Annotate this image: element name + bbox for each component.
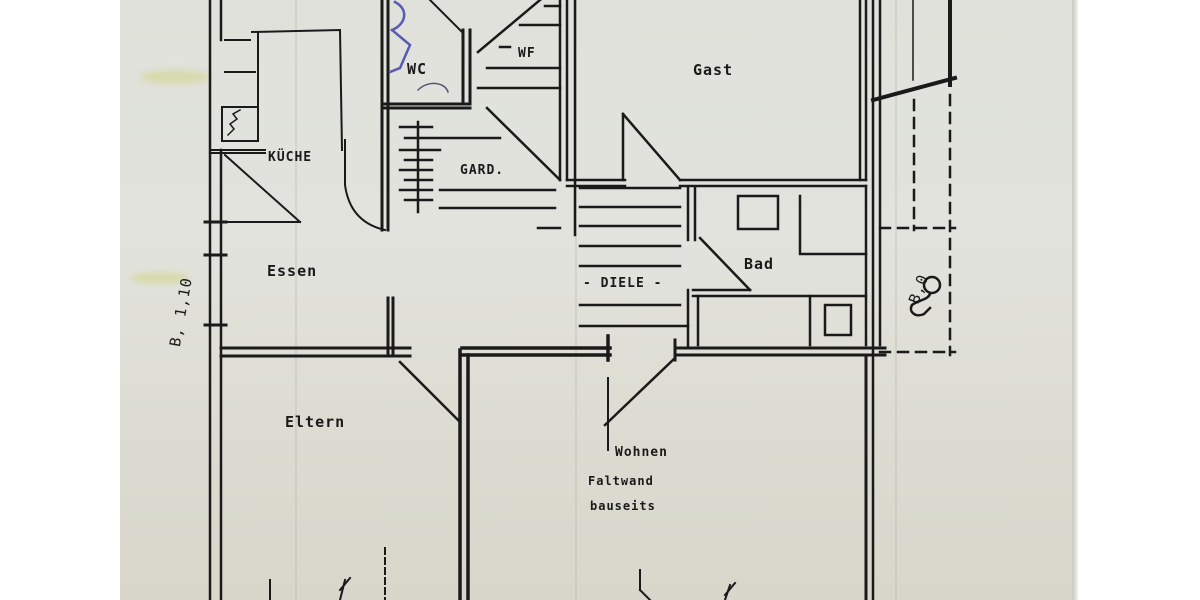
paper-crease <box>295 0 297 600</box>
wf-stairs <box>476 0 569 182</box>
diele-stairs <box>536 186 690 328</box>
garderobe-shelves <box>398 106 562 214</box>
room-label-wohnen: Wohnen <box>615 445 668 460</box>
wohnen-walls <box>603 338 887 600</box>
room-label-bad: Bad <box>744 255 775 273</box>
kitchen-cabinets <box>209 28 344 154</box>
handwritten-mark <box>909 275 942 317</box>
eltern-door <box>398 360 462 424</box>
room-label-diele: - DIELE - <box>583 276 663 291</box>
dimension-ticks <box>203 220 228 327</box>
wall-eltern-wohnen <box>458 334 612 600</box>
exterior-wall-left <box>208 0 223 600</box>
exterior-wall-right <box>870 0 958 600</box>
room-label-wc: WC <box>407 60 428 78</box>
room-label-essen: Essen <box>267 262 318 280</box>
bad-walls <box>686 184 868 350</box>
room-label-wf: WF <box>518 46 536 61</box>
wc-door <box>428 0 464 34</box>
paper-crease <box>895 0 897 600</box>
floor-plan-paper <box>120 0 1078 600</box>
note-bauseits: bauseits <box>590 499 656 513</box>
note-faltwand: Faltwand <box>588 474 654 488</box>
room-label-gast: Gast <box>693 61 734 79</box>
window-markers <box>269 547 737 600</box>
wall-essen-eltern <box>219 296 412 358</box>
highlighter-smudge <box>130 272 190 284</box>
wall-wc-kitchen <box>380 0 472 232</box>
gast-walls <box>565 0 868 237</box>
room-label-kueche: KÜCHE <box>268 150 313 165</box>
balcony-dashed <box>878 93 957 357</box>
room-label-gard: GARD. <box>460 163 505 178</box>
room-label-eltern: Eltern <box>285 413 346 431</box>
wc-pen-annotation <box>388 0 449 93</box>
kitchen-door <box>223 139 387 232</box>
paper-crease <box>575 0 577 600</box>
highlighter-smudge <box>140 70 210 84</box>
